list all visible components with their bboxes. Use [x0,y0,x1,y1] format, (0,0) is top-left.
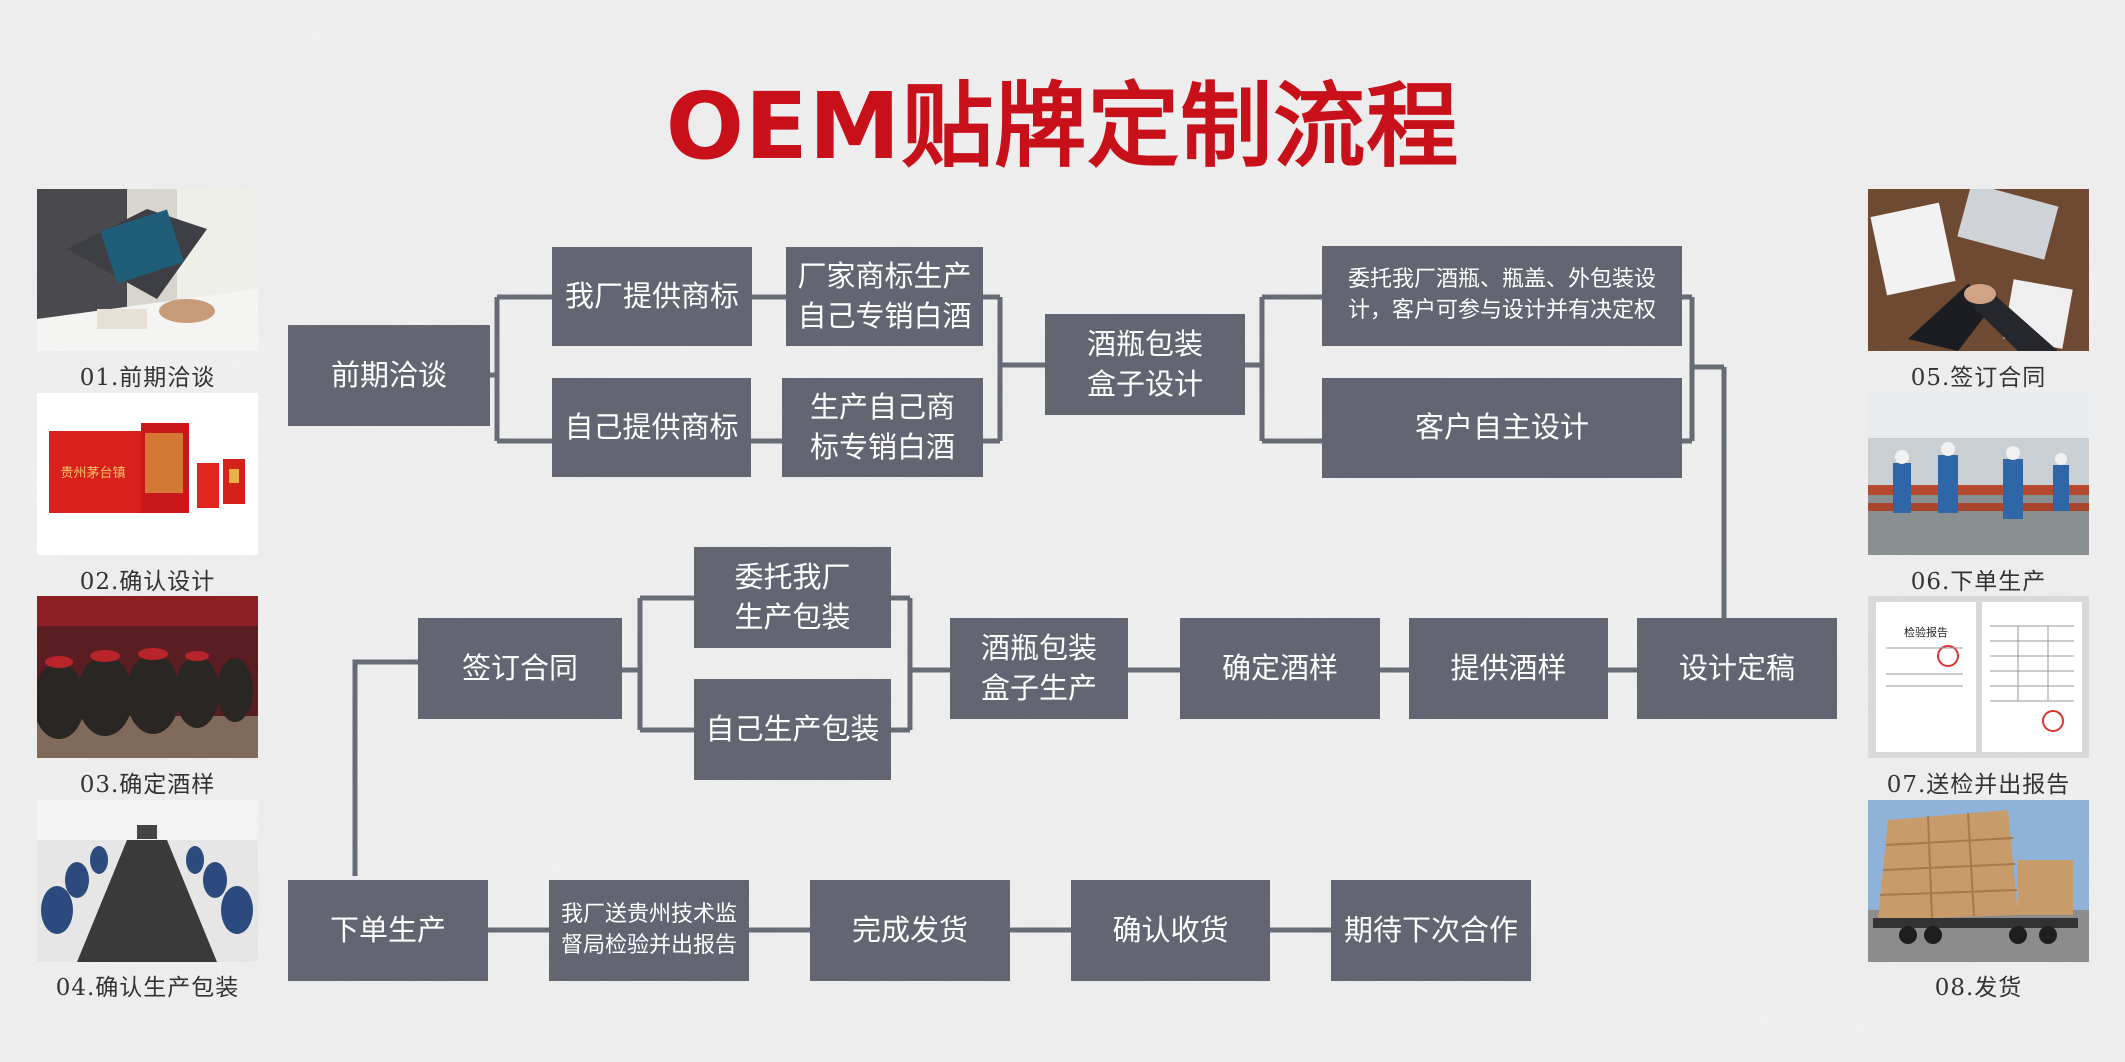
caption-photo-2: 02.确认设计 [79,569,216,595]
photo-meeting [37,189,258,351]
photo-handshake [1868,189,2089,351]
caption-photo-3: 03.确定酒样 [79,772,216,798]
caption-photo-4: 04.确认生产包装 [55,975,240,1001]
box-weituo-sheji: 委托我厂酒瓶、瓶盖、外包装设 计，客户可参与设计并有决定权 [1322,246,1682,346]
connector-sheji-split [1245,294,1322,444]
package-label-text: 贵州茅台镇 [60,466,125,481]
connector-qianqi [490,294,552,444]
photo-package-design: 贵州茅台镇 [37,393,258,555]
connector-baozhuang [891,595,950,733]
box-sheji-dinggao: 设计定稿 [1637,618,1837,719]
box-queren-shouhuo: 确认收货 [1071,880,1270,981]
box-qidai-hezuo: 期待下次合作 [1331,880,1531,981]
connector-qianding-split [622,595,694,733]
box-jiuping-sheji: 酒瓶包装 盒子设计 [1045,314,1245,415]
box-wochang-shangbiao: 我厂提供商标 [552,247,752,346]
caption-photo-1: 01.前期洽谈 [79,365,216,391]
box-shengchan-ziji: 生产自己商 标专销白酒 [782,378,983,477]
box-tigong-jiuyang: 提供酒样 [1409,618,1608,719]
box-ziji-baozhuang: 自己生产包装 [694,679,891,780]
report-title-text: 检验报告 [1904,625,1948,639]
box-jiuping-shengchan: 酒瓶包装 盒子生产 [950,618,1128,719]
photo-conference [37,800,258,962]
caption-photo-6: 06.下单生产 [1910,569,2047,595]
box-changjia-shengchan: 厂家商标生产 自己专销白酒 [786,247,983,346]
box-qianqi: 前期洽谈 [288,325,490,426]
box-ziji-shangbiao: 自己提供商标 [552,378,751,477]
photo-production-line [1868,393,2089,555]
photo-wine-jars [37,596,258,758]
box-weituo-baozhuang: 委托我厂 生产包装 [694,547,891,648]
box-xiadan-shengchan: 下单生产 [288,880,488,981]
caption-photo-5: 05.签订合同 [1910,365,2047,391]
connector-shangbiao [751,294,786,444]
box-wancheng-fahuo: 完成发货 [810,880,1010,981]
box-songjian-baogao: 我厂送贵州技术监 督局检验并出报告 [549,880,749,981]
box-queding-jiuyang: 确定酒样 [1180,618,1380,719]
photo-shipping-truck [1868,800,2089,962]
caption-photo-7: 07.送检并出报告 [1886,772,2071,798]
photo-inspection-report: 检验报告 [1868,596,2089,758]
page-title: OEM贴牌定制流程 [665,73,1460,180]
connector-to-xiadan [352,659,418,876]
connector-to-sheji [983,294,1045,444]
connector-right-merge [1682,294,1727,618]
box-kehu-sheji: 客户自主设计 [1322,378,1682,478]
box-qianding-hetong: 签订合同 [418,618,622,719]
caption-photo-8: 08.发货 [1934,975,2023,1001]
